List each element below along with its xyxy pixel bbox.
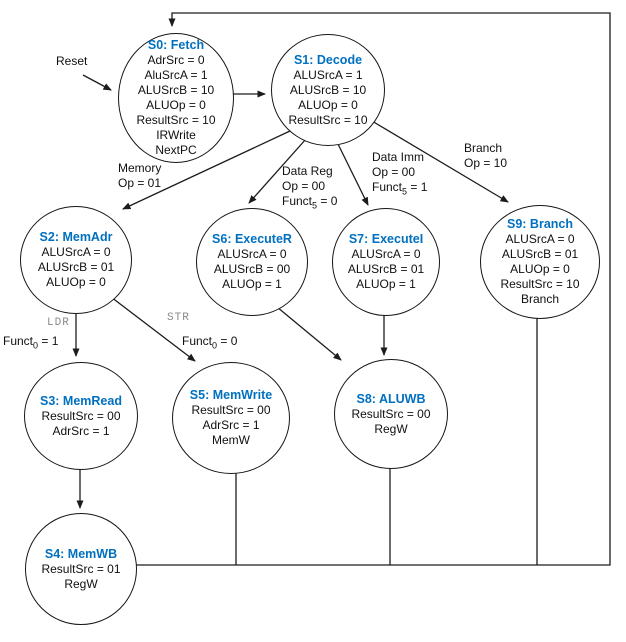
- state-line: ResultSrc = 00: [191, 403, 271, 417]
- label-line: Funct5 = 1: [372, 180, 428, 197]
- label-data-reg: Data Reg Op = 00 Funct5 = 0: [282, 164, 338, 211]
- label-line: Branch: [464, 141, 503, 155]
- cond-pre: Funct: [3, 334, 34, 348]
- state-title: S9: Branch: [507, 217, 573, 231]
- label-data-imm: Data Imm Op = 00 Funct5 = 1: [372, 150, 428, 197]
- state-line: ALUSrcB = 01: [37, 260, 115, 274]
- label-ldr-cond: Funct0 = 1: [3, 334, 59, 351]
- state-title: S0: Fetch: [147, 38, 205, 52]
- label-line: Data Reg: [282, 164, 333, 178]
- state-line: ALUSrcA = 0: [217, 247, 287, 261]
- label-memory: Memory Op = 01: [118, 161, 161, 191]
- state-s6-executer: S6: ExecuteR ALUSrcA = 0 ALUSrcB = 00 AL…: [196, 208, 308, 316]
- cond-pre: Funct: [182, 334, 213, 348]
- state-line: ALUSrcA = 1: [293, 67, 363, 82]
- edge-s6-to-s8: [276, 306, 342, 361]
- state-s3-memread: S3: MemRead ResultSrc = 00 AdrSrc = 1: [24, 362, 138, 470]
- edge-s1-to-s7: [336, 141, 369, 206]
- state-title: S3: MemRead: [40, 393, 122, 408]
- state-line: AdrSrc = 1: [202, 418, 260, 432]
- state-line: AluSrcA = 1: [144, 68, 208, 82]
- edge-feedback-loop: [133, 12, 611, 566]
- label-str-mnemonic: STR: [167, 312, 190, 324]
- state-line: NextPC: [155, 143, 197, 157]
- state-line: ALUSrcA = 0: [505, 232, 575, 246]
- label-line: Data Imm: [372, 150, 425, 164]
- state-line: ALUOp = 1: [222, 277, 282, 291]
- state-line: ResultSrc = 10: [500, 277, 580, 291]
- state-line: ALUOp = 0: [46, 275, 106, 289]
- edge-s1-to-s9: [371, 120, 509, 203]
- state-line: ALUOp = 1: [356, 277, 416, 291]
- edge-s1-to-s6: [248, 138, 307, 204]
- state-title: S2: MemAdr: [39, 230, 113, 244]
- edge-reset: [82, 74, 112, 91]
- state-s0-fetch: S0: Fetch AdrSrc = 0 AluSrcA = 1 ALUSrcB…: [118, 33, 234, 163]
- label-reset-text: Reset: [56, 54, 88, 68]
- label-line: Memory: [118, 161, 162, 175]
- state-s1-decode: S1: Decode ALUSrcA = 1 ALUSrcB = 10 ALUO…: [271, 34, 385, 146]
- label-line: Op = 00: [372, 165, 416, 179]
- state-line: IRWrite: [156, 128, 196, 142]
- state-title: S1: Decode: [293, 52, 363, 67]
- cond-pre: Funct: [372, 180, 403, 194]
- cond-sub: 0: [33, 340, 39, 351]
- state-line: ALUOp = 0: [298, 97, 358, 112]
- cond-post: = 0: [317, 194, 338, 208]
- state-line: ALUSrcB = 10: [289, 82, 367, 97]
- label-ldr-mnemonic: LDR: [47, 317, 70, 329]
- state-line: ALUOp = 0: [146, 98, 206, 112]
- state-s2-memadr: S2: MemAdr ALUSrcA = 0 ALUSrcB = 01 ALUO…: [20, 206, 132, 314]
- state-s9-branch: S9: Branch ALUSrcA = 0 ALUSrcB = 01 ALUO…: [480, 205, 600, 319]
- state-line: ResultSrc = 10: [136, 113, 216, 127]
- state-line: ResultSrc = 00: [351, 406, 431, 421]
- cond-post: = 0: [217, 334, 238, 348]
- state-line: ResultSrc = 01: [41, 561, 121, 576]
- edge-s1-to-s2: [122, 130, 291, 210]
- label-line: Funct5 = 0: [282, 194, 338, 211]
- state-s7-executei: S7: ExecuteI ALUSrcA = 0 ALUSrcB = 01 AL…: [332, 208, 440, 316]
- state-title: S6: ExecuteR: [212, 232, 292, 246]
- cond-sub: 5: [402, 186, 408, 197]
- state-line: ResultSrc = 00: [41, 408, 121, 423]
- state-line: ResultSrc = 10: [288, 112, 368, 127]
- state-title: S4: MemWB: [44, 546, 118, 561]
- cond-sub: 5: [312, 200, 318, 211]
- state-line: ALUSrcB = 10: [137, 83, 215, 97]
- label-line: Op = 10: [464, 156, 508, 170]
- label-str-cond: Funct0 = 0: [182, 334, 238, 351]
- state-line: RegW: [374, 421, 408, 436]
- edge-s2-to-s5: [110, 296, 196, 362]
- state-s5-memwrite: S5: MemWrite ResultSrc = 00 AdrSrc = 1 M…: [172, 362, 290, 474]
- state-line: AdrSrc = 1: [52, 423, 110, 438]
- state-line: Branch: [520, 292, 560, 306]
- state-line: AdrSrc = 0: [147, 53, 205, 67]
- state-line: ALUSrcA = 0: [351, 247, 421, 261]
- state-line: MemW: [212, 433, 250, 447]
- cond-sub: 0: [212, 340, 218, 351]
- state-line: RegW: [64, 576, 98, 591]
- state-title: S8: ALUWB: [356, 391, 426, 406]
- state-title: S7: ExecuteI: [348, 232, 424, 246]
- label-reset: Reset: [56, 54, 87, 69]
- state-line: ALUSrcB = 01: [347, 262, 425, 276]
- cond-post: = 1: [38, 334, 59, 348]
- cond-post: = 1: [407, 180, 428, 194]
- state-s8-aluwb: S8: ALUWB ResultSrc = 00 RegW: [334, 359, 448, 469]
- cond-pre: Funct: [282, 194, 313, 208]
- label-line: Op = 01: [118, 176, 162, 190]
- state-title: S5: MemWrite: [189, 388, 273, 402]
- state-line: ALUSrcA = 0: [41, 245, 111, 259]
- state-line: ALUOp = 0: [510, 262, 570, 276]
- label-branch: Branch Op = 10: [464, 141, 507, 171]
- state-line: ALUSrcB = 00: [213, 262, 291, 276]
- label-line: Op = 00: [282, 179, 326, 193]
- state-s4-memwb: S4: MemWB ResultSrc = 01 RegW: [25, 513, 137, 625]
- state-line: ALUSrcB = 01: [501, 247, 579, 261]
